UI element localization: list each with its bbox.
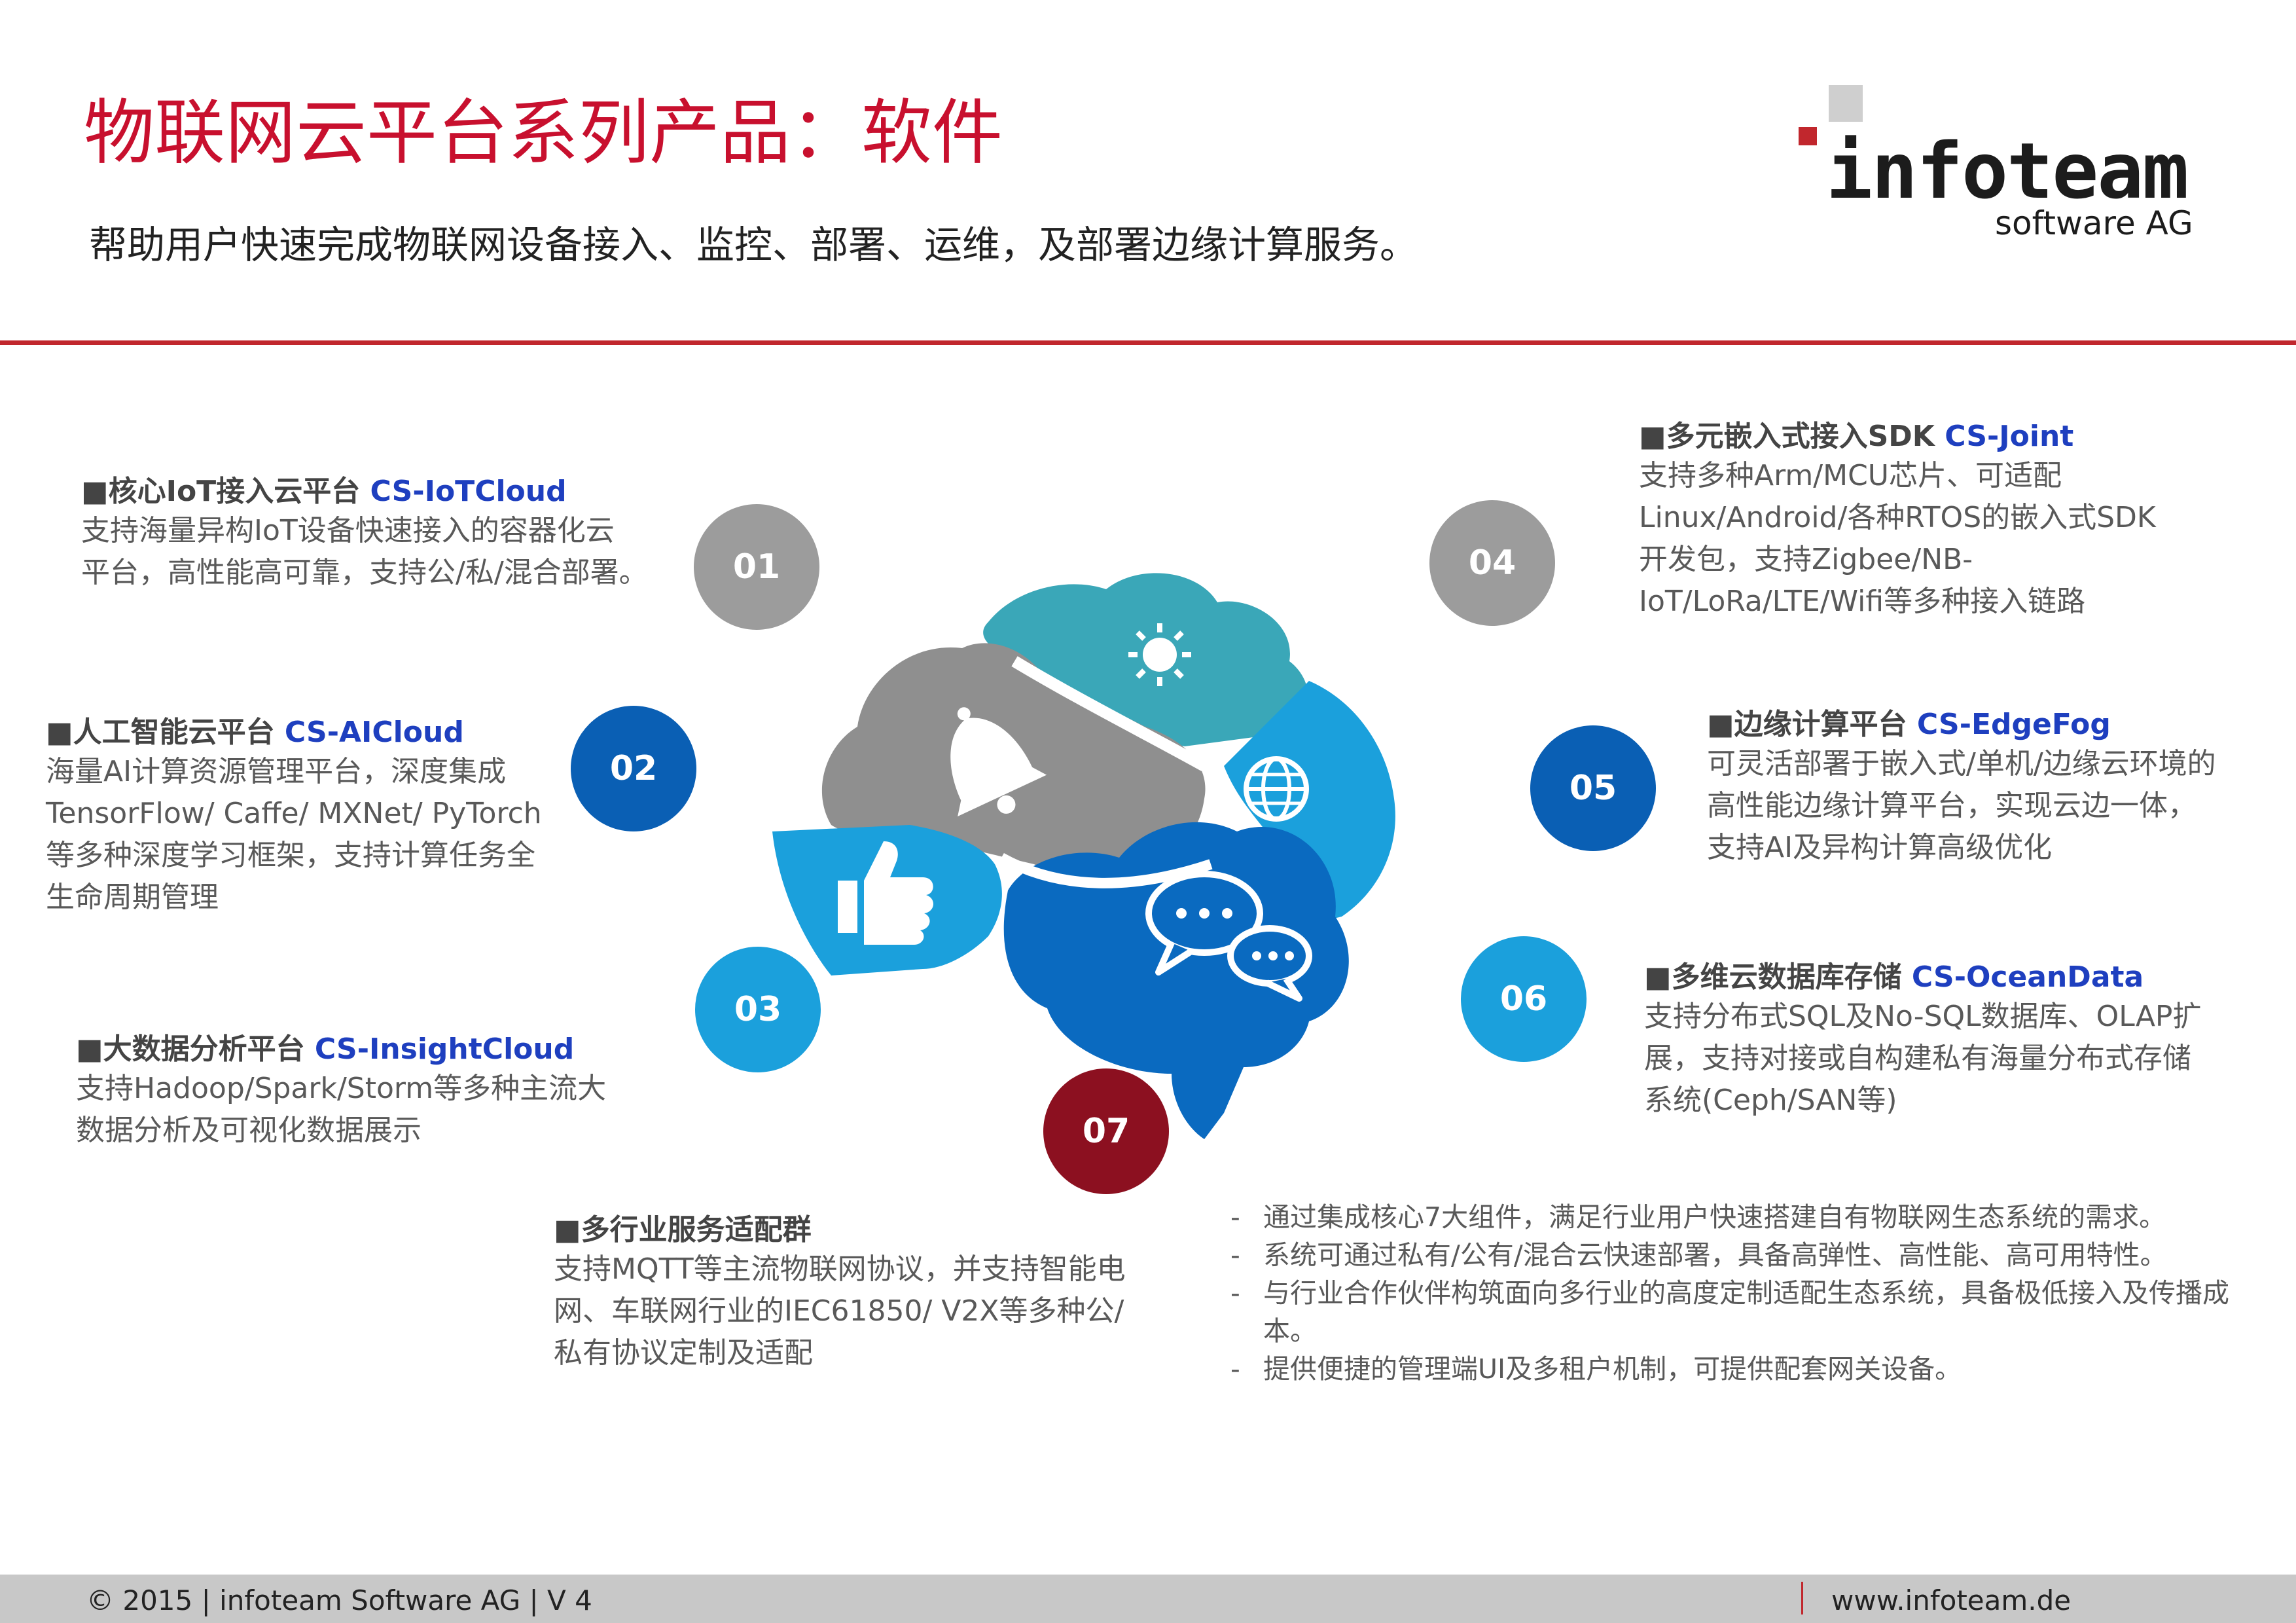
globe-icon: [1244, 756, 1309, 822]
feature-bullet-text: 系统可通过私有/公有/混合云快速部署，具备高弹性、高性能、高可用特性。: [1263, 1239, 2167, 1271]
product-block-iotcloud: ■核心IoT接入云平台 CS-IoTCloud 支持海量异构IoT设备快速接入的…: [81, 473, 696, 594]
bullet-square: ■: [76, 1032, 103, 1066]
feature-bullet-list: -通过集成核心7大组件，满足行业用户快速搭建自有物联网生态系统的需求。 -系统可…: [1230, 1198, 2238, 1388]
bullet-dash: -: [1230, 1239, 1240, 1271]
step-circle-06: 06: [1461, 936, 1587, 1062]
bullet-square: ■: [554, 1213, 581, 1247]
product-category: 人工智能云平台: [73, 716, 285, 749]
bullet-dash: -: [1230, 1353, 1240, 1385]
page-subtitle: 帮助用户快速完成物联网设备接入、监控、部署、运维，及部署边缘计算服务。: [89, 223, 1418, 267]
step-circle-04: 04: [1429, 500, 1555, 626]
product-category: 多维云数据库存储: [1671, 960, 1912, 994]
feature-bullet: -提供便捷的管理端UI及多租户机制，可提供配套网关设备。: [1230, 1350, 2238, 1388]
sun-icon: [1128, 623, 1191, 686]
product-heading: ■核心IoT接入云平台 CS-IoTCloud: [81, 473, 696, 510]
product-block-joint: ■多元嵌入式接入SDK CS-Joint 支持多种Arm/MCU芯片、可适配 L…: [1639, 418, 2228, 623]
footer-separator: [1801, 1582, 1803, 1614]
product-category: 多行业服务适配群: [581, 1213, 812, 1247]
product-description: 支持分布式SQL及No-SQL数据库、OLAP扩 展，支持对接或自构建私有海量分…: [1644, 1000, 2202, 1118]
product-description: 可灵活部署于嵌入式/单机/边缘云环境的 高性能边缘计算平台，实现云边一体， 支持…: [1707, 747, 2216, 865]
logo-grey-square: [1829, 85, 1863, 122]
step-circle-07: 07: [1043, 1068, 1169, 1194]
thumbs-up-icon: [838, 841, 934, 945]
product-block-aicloud: ■人工智能云平台 CS-AICloud 海量AI计算资源管理平台，深度集成 Te…: [46, 714, 569, 919]
product-category: 边缘计算平台: [1734, 708, 1917, 741]
feature-bullet: -系统可通过私有/公有/混合云快速部署，具备高弹性、高性能、高可用特性。: [1230, 1236, 2238, 1274]
bullet-square: ■: [81, 475, 109, 508]
step-circle-03: 03: [695, 947, 821, 1072]
product-name: CS-EdgeFog: [1916, 708, 2111, 741]
product-heading: ■多元嵌入式接入SDK CS-Joint: [1639, 418, 2228, 455]
product-name: CS-Joint: [1945, 420, 2074, 453]
chat-bubbles-icon: [1145, 871, 1312, 1002]
logo-subtitle: software AG: [1995, 204, 2193, 242]
product-block-industry-services: ■多行业服务适配群 支持MQTT等主流物联网协议，并支持智能电 网、车联网行业的…: [554, 1211, 1182, 1374]
product-block-edgefog: ■边缘计算平台 CS-EdgeFog 可灵活部署于嵌入式/单机/边缘云环境的 高…: [1707, 706, 2283, 869]
product-name: CS-InsightCloud: [314, 1032, 575, 1066]
logo-wordmark: infoteam: [1826, 126, 2189, 216]
darkblue-bubble-segment: [1003, 822, 1349, 1139]
product-heading: ■多维云数据库存储 CS-OceanData: [1644, 958, 2272, 996]
lightblue-right-segment: [1224, 681, 1395, 930]
bullet-dash: -: [1230, 1277, 1240, 1309]
product-description: 海量AI计算资源管理平台，深度集成 TensorFlow/ Caffe/ MXN…: [46, 755, 542, 915]
product-description: 支持多种Arm/MCU芯片、可适配 Linux/Android/各种RTOS的嵌…: [1639, 459, 2156, 619]
product-description: 支持MQTT等主流物联网协议，并支持智能电 网、车联网行业的IEC61850/ …: [554, 1252, 1126, 1370]
bullet-dash: -: [1230, 1201, 1240, 1233]
product-description: 支持Hadoop/Spark/Storm等多种主流大 数据分析及可视化数据展示: [76, 1072, 607, 1148]
bullet-square: ■: [1639, 420, 1666, 453]
feature-bullet-text: 提供便捷的管理端UI及多租户机制，可提供配套网关设备。: [1263, 1353, 1962, 1385]
product-category: 核心IoT接入云平台: [108, 475, 370, 508]
page-title: 物联网云平台系列产品：软件: [84, 92, 1003, 174]
step-circle-02: 02: [571, 706, 696, 831]
step-circle-01: 01: [694, 504, 819, 630]
product-name: CS-OceanData: [1911, 960, 2144, 994]
brain-cloud-graphic: [772, 573, 1395, 1139]
footer-website-link[interactable]: www.infoteam.de: [1831, 1584, 2072, 1616]
bullet-square: ■: [46, 716, 73, 749]
product-description: 支持海量异构IoT设备快速接入的容器化云 平台，高性能高可靠，支持公/私/混合部…: [81, 514, 648, 590]
bell-icon: [950, 707, 1047, 817]
product-name: CS-IoTCloud: [370, 475, 567, 508]
logo-red-square: [1799, 127, 1817, 145]
header-divider: [0, 340, 2296, 345]
product-category: 大数据分析平台: [103, 1032, 315, 1066]
bullet-square: ■: [1707, 708, 1734, 741]
bullet-square: ■: [1644, 960, 1672, 994]
product-heading: ■人工智能云平台 CS-AICloud: [46, 714, 569, 751]
product-heading: ■多行业服务适配群: [554, 1211, 1182, 1249]
product-block-insightcloud: ■大数据分析平台 CS-InsightCloud 支持Hadoop/Spark/…: [76, 1030, 665, 1152]
feature-bullet-text: 通过集成核心7大组件，满足行业用户快速搭建自有物联网生态系统的需求。: [1263, 1201, 2166, 1233]
product-heading: ■大数据分析平台 CS-InsightCloud: [76, 1030, 665, 1068]
infoteam-logo: infoteam software AG: [1799, 85, 2231, 242]
product-block-oceandata: ■多维云数据库存储 CS-OceanData 支持分布式SQL及No-SQL数据…: [1644, 958, 2272, 1122]
feature-bullet: -与行业合作伙伴构筑面向多行业的高度定制适配生态系统，具备极低接入及传播成本。: [1230, 1274, 2238, 1350]
product-category: 多元嵌入式接入SDK: [1666, 420, 1945, 453]
product-name: CS-AICloud: [284, 716, 464, 749]
footer-copyright: © 2015 | infoteam Software AG | V 4: [86, 1584, 592, 1616]
step-circle-05: 05: [1530, 725, 1656, 851]
product-heading: ■边缘计算平台 CS-EdgeFog: [1707, 706, 2283, 743]
footer-bar: [0, 1575, 2296, 1623]
feature-bullet-text: 与行业合作伙伴构筑面向多行业的高度定制适配生态系统，具备极低接入及传播成本。: [1263, 1277, 2229, 1347]
feature-bullet: -通过集成核心7大组件，满足行业用户快速搭建自有物联网生态系统的需求。: [1230, 1198, 2238, 1236]
